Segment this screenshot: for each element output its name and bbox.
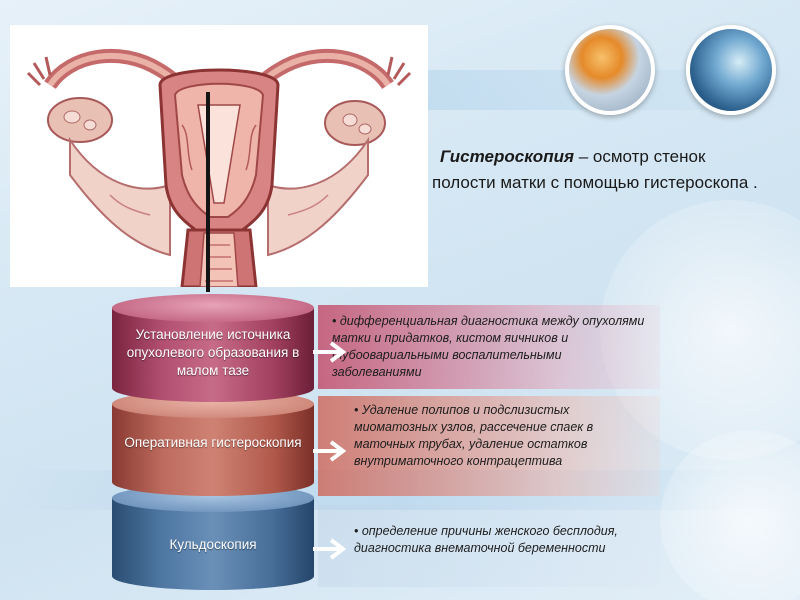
definition-body: – осмотр стенок полости матки с помощью …	[432, 147, 758, 192]
background-glow	[660, 430, 800, 600]
description-text: • определение причины женского бесплодия…	[354, 524, 618, 555]
description-band: • дифференциальная диагностика между опу…	[318, 305, 660, 389]
surgeon-photo	[686, 25, 776, 115]
tier-label: Оперативная гистероскопия	[124, 435, 302, 450]
definition-term: Гистероскопия	[440, 147, 574, 166]
right-arrow-icon	[313, 440, 347, 462]
tier-culdoscopy: Кульдоскопия	[112, 484, 314, 590]
description-band: • Удаление полипов и подслизистых миомат…	[318, 396, 660, 496]
description-text: • дифференциальная диагностика между опу…	[332, 314, 645, 379]
tier-tumor-source: Установление источника опухолевого образ…	[112, 294, 314, 402]
pills-photo	[565, 25, 655, 115]
tier-body	[112, 404, 314, 496]
tier-label: Кульдоскопия	[169, 537, 257, 552]
tier-body	[112, 308, 314, 402]
right-arrow-icon	[313, 341, 347, 363]
connector-line	[206, 92, 210, 292]
uterus-anatomy-image	[10, 25, 428, 287]
definition-text: Гистероскопия – осмотр стенок полости ма…	[432, 144, 772, 196]
description-band: • определение причины женского бесплодия…	[318, 505, 660, 587]
tier-body	[112, 498, 314, 590]
right-arrow-icon	[313, 538, 347, 560]
description-text: • Удаление полипов и подслизистых миомат…	[354, 403, 594, 468]
tier-top	[112, 294, 314, 322]
tier-label: Установление источника опухолевого образ…	[126, 327, 300, 378]
tier-operative-hysteroscopy: Оперативная гистероскопия	[112, 390, 314, 496]
